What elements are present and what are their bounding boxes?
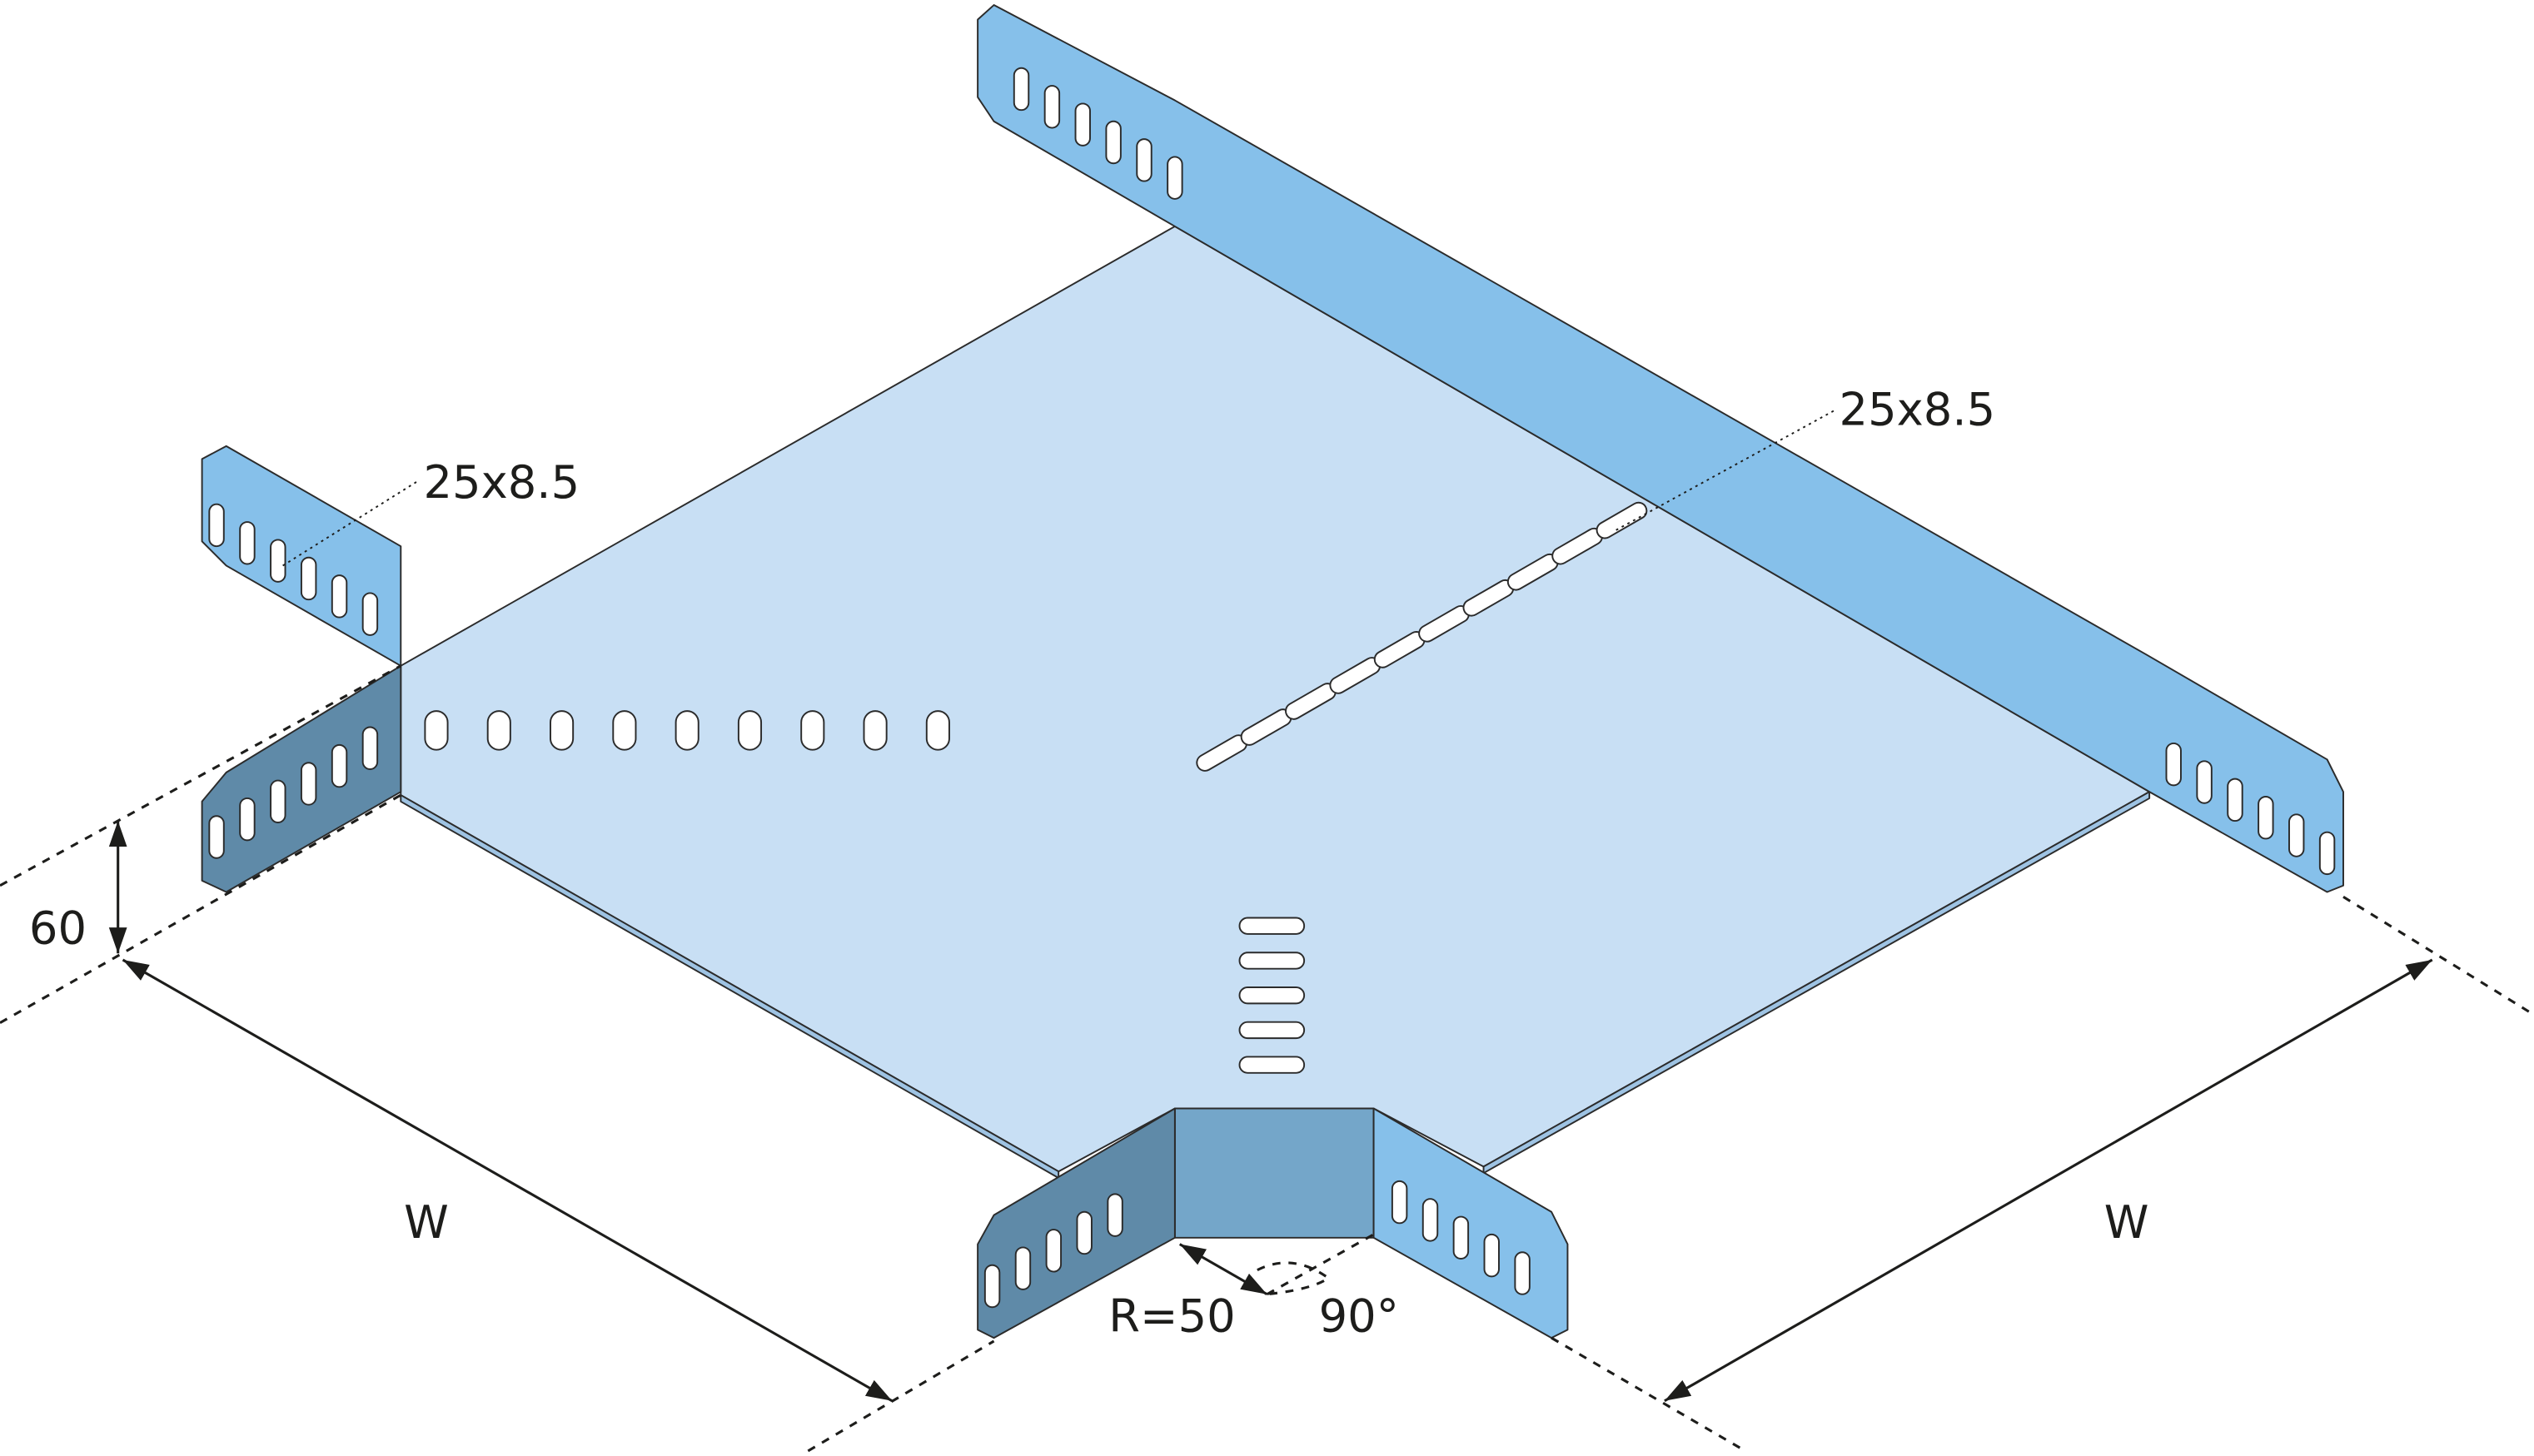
back-flange <box>977 4 2344 893</box>
slot-hole <box>361 592 379 636</box>
width-label-right: W <box>2104 1196 2149 1249</box>
slot-hole <box>1014 1246 1032 1290</box>
width-dimension-right <box>1664 958 2433 1403</box>
slot-hole <box>1238 917 1306 935</box>
slot-hole <box>737 710 763 751</box>
slot-hole <box>2318 831 2336 876</box>
extension-line <box>1551 1336 1746 1453</box>
slot-hole <box>361 726 379 770</box>
slot-hole <box>1045 1229 1063 1273</box>
radius-label: R=50 <box>1108 1290 1235 1342</box>
slot-hole <box>1514 1251 1531 1295</box>
angle-label: 90° <box>1319 1290 1399 1342</box>
slot-hole <box>1238 1021 1306 1040</box>
slot-hole <box>1107 1193 1123 1237</box>
slot-hole <box>2288 813 2305 857</box>
slot-hole <box>1238 986 1306 1005</box>
slot-hole <box>1136 138 1152 182</box>
extension-line <box>807 1339 995 1453</box>
slot-hole <box>270 539 286 583</box>
slot-hole <box>424 710 449 751</box>
slot-hole <box>800 710 825 751</box>
slot-hole <box>270 779 286 824</box>
extension-line <box>0 793 402 1025</box>
slot-hole <box>1238 952 1306 970</box>
slot-hole <box>612 710 637 751</box>
slot-hole <box>550 710 575 751</box>
extension-line <box>0 664 402 887</box>
slot-hole <box>1391 1180 1408 1225</box>
slot-hole <box>863 710 888 751</box>
slot-hole <box>486 710 511 751</box>
slot-hole <box>1452 1215 1470 1260</box>
slot-hole <box>2227 778 2243 822</box>
slot-hole <box>1013 67 1030 112</box>
slot-hole <box>1596 501 1648 539</box>
slot-hole <box>208 815 225 859</box>
slot-hole <box>239 797 256 842</box>
slot-hole <box>1483 1233 1500 1278</box>
height-label: 60 <box>29 902 87 955</box>
bend-section <box>1173 1107 1375 1239</box>
leader-line <box>282 480 418 567</box>
slot-hole <box>1076 1210 1093 1255</box>
slot-size-label-left: 25x8.5 <box>423 456 580 509</box>
slot-hole <box>208 503 225 548</box>
slot-hole <box>331 743 348 788</box>
width-dimension-left <box>122 958 894 1403</box>
slot-hole <box>300 762 317 806</box>
slot-hole <box>331 574 348 619</box>
slot-hole <box>1238 1056 1306 1074</box>
radius-dimension <box>1178 1243 1268 1296</box>
slot-hole <box>1105 120 1122 165</box>
slot-hole <box>2258 796 2274 840</box>
slot-hole <box>1167 156 1183 200</box>
extension-line <box>2342 895 2534 1016</box>
slot-hole <box>2196 760 2213 804</box>
slot-hole <box>675 710 699 751</box>
left-upper-flange <box>201 445 402 667</box>
slot-hole <box>1043 85 1061 129</box>
slot-hole <box>1421 1198 1439 1242</box>
slot-hole <box>1074 102 1091 147</box>
angle-arc <box>1257 1233 1375 1296</box>
slots <box>208 67 2336 1309</box>
slot-size-label-right: 25x8.5 <box>1840 384 1996 436</box>
slot-hole <box>300 556 317 601</box>
leader-line <box>1615 410 1835 531</box>
slot-hole <box>925 710 950 751</box>
slot-hole <box>983 1264 1001 1309</box>
slot-hole <box>239 521 256 565</box>
slot-hole <box>2165 742 2182 787</box>
width-label-left: W <box>404 1196 449 1249</box>
